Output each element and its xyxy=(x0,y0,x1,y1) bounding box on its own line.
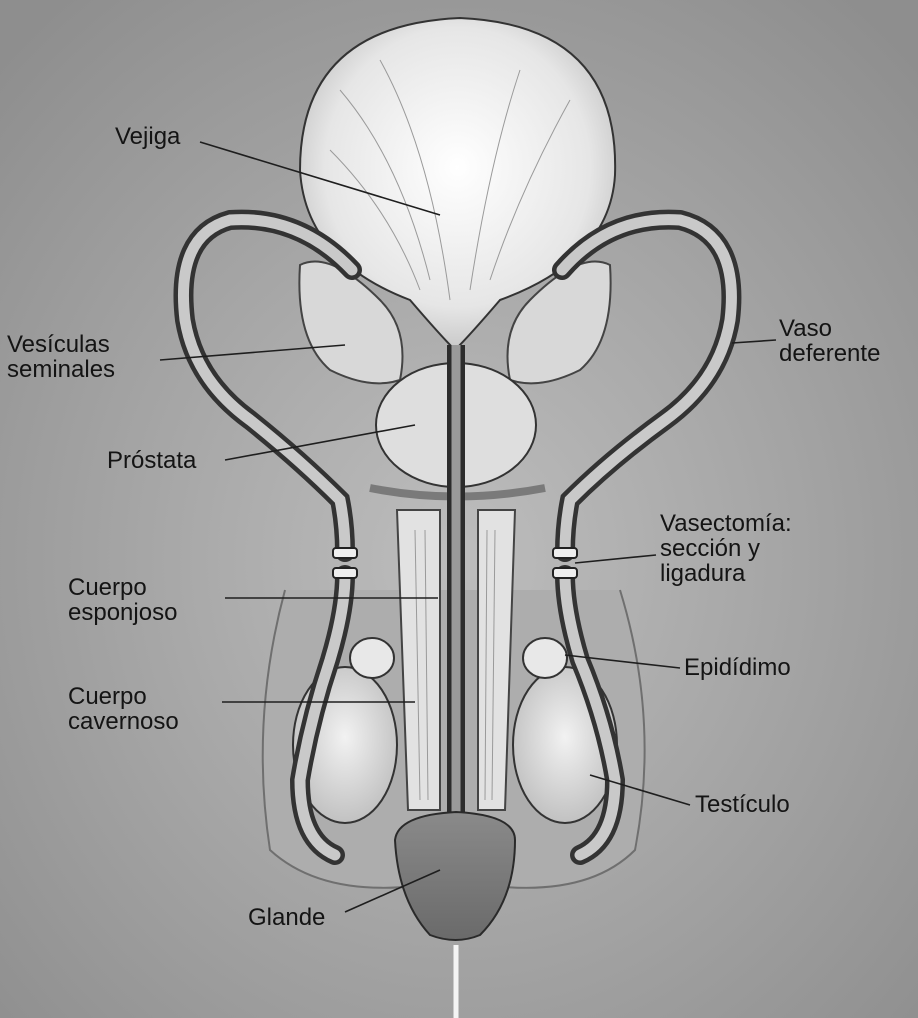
label-vejiga: Vejiga xyxy=(115,124,180,149)
label-cuerpo-cavernoso: Cuerpo cavernoso xyxy=(68,684,179,734)
label-vesiculas-seminales: Vesículas seminales xyxy=(7,332,115,382)
label-testiculo: Testículo xyxy=(695,792,790,817)
label-prostata: Próstata xyxy=(107,448,196,473)
label-vasectomia: Vasectomía: sección y ligadura xyxy=(660,511,792,586)
epididymis-left xyxy=(350,638,394,678)
epididymis-right xyxy=(523,638,567,678)
label-epididimo: Epidídimo xyxy=(684,655,791,680)
label-cuerpo-esponjoso: Cuerpo esponjoso xyxy=(68,575,177,625)
label-vaso-deferente: Vaso deferente xyxy=(779,316,880,366)
label-glande: Glande xyxy=(248,905,325,930)
